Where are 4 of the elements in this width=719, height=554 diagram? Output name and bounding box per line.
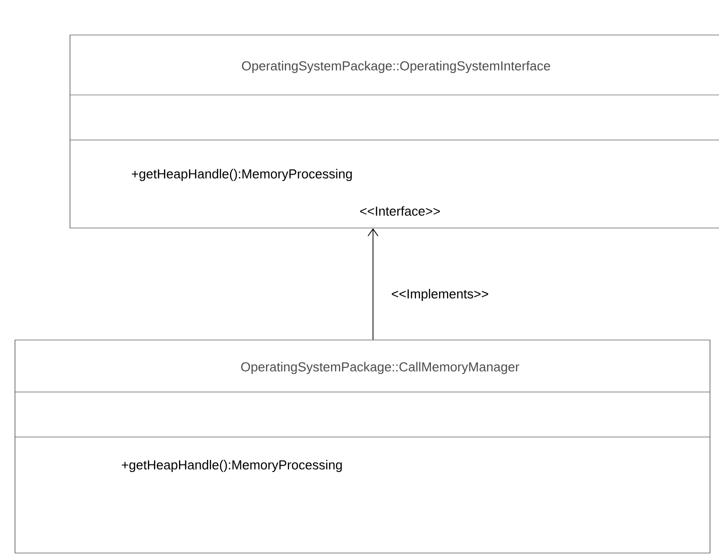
edge-label: <<Implements>> xyxy=(390,288,490,302)
arrow xyxy=(368,228,378,340)
class-box: OperatingSystemPackage::OperatingSystemInterface +getHeapHandle():MemoryProcessing <<Interface>> xyxy=(70,34,719,228)
class-box: OperatingSystemPackage::CallMemoryManager +getHeapHandle():MemoryProcessing xyxy=(14,340,710,554)
